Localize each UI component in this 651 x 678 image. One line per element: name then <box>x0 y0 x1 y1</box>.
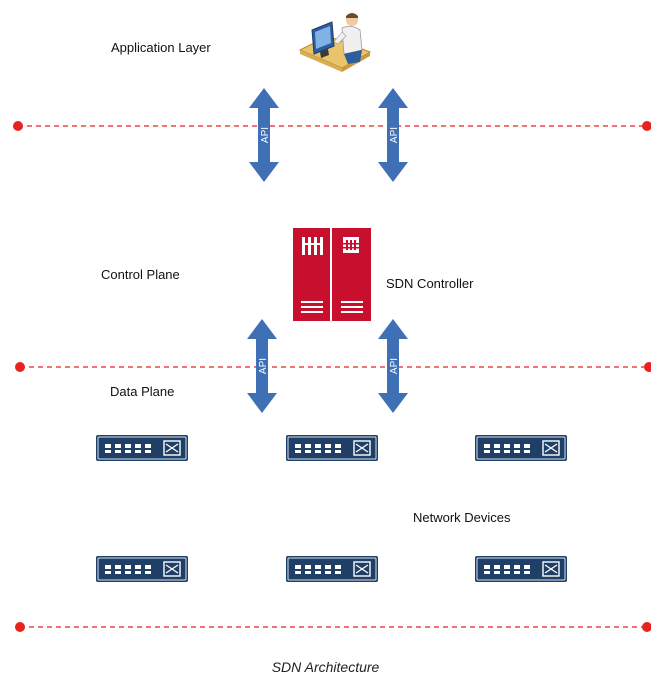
diagram-caption: SDN Architecture <box>271 659 380 675</box>
sdn-controller-label: SDN Controller <box>386 276 474 291</box>
divider-endpoint <box>13 121 23 131</box>
divider-line-bottom <box>15 622 651 632</box>
divider-endpoint <box>642 622 651 632</box>
api-label: API <box>260 127 271 143</box>
api-arrow-upper-left: API <box>249 88 279 182</box>
network-switch-icon <box>285 434 379 462</box>
api-label: API <box>258 358 269 374</box>
application-layer-label: Application Layer <box>111 40 211 55</box>
sdn-controller-server-icon <box>293 228 371 321</box>
divider-endpoint <box>642 121 651 131</box>
network-switch-icon <box>285 555 379 583</box>
api-label: API <box>389 127 400 143</box>
divider-line-top <box>13 121 651 131</box>
api-arrow-lower-right: API <box>378 319 408 413</box>
network-devices-label: Network Devices <box>413 510 511 525</box>
divider-endpoint <box>15 622 25 632</box>
api-arrow-upper-right: API <box>378 88 408 182</box>
user-at-computer-icon <box>298 13 372 72</box>
divider-line-middle <box>15 362 651 372</box>
divider-endpoint <box>644 362 651 372</box>
control-plane-label: Control Plane <box>101 267 180 282</box>
network-switch-icon <box>95 555 189 583</box>
divider-endpoint <box>15 362 25 372</box>
api-label: API <box>389 358 400 374</box>
api-arrow-lower-left: API <box>247 319 277 413</box>
network-switch-icon <box>474 555 568 583</box>
network-switch-icon <box>95 434 189 462</box>
network-switch-icon <box>474 434 568 462</box>
data-plane-label: Data Plane <box>110 384 175 399</box>
